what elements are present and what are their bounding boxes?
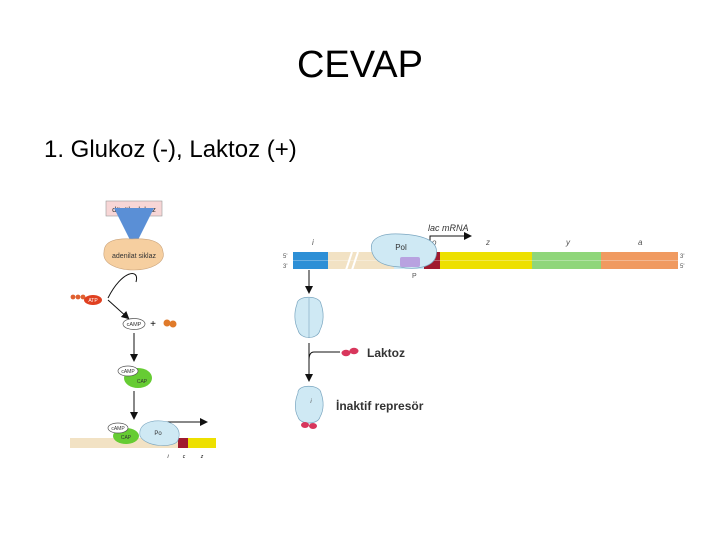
lactose-molecule-2 xyxy=(349,347,359,355)
polymerase-left-label: Po xyxy=(154,431,162,437)
left-dna-yellow xyxy=(188,438,216,448)
bound-cap-label: CAP xyxy=(121,435,132,441)
strand-5-right: 5' xyxy=(680,264,684,270)
dna-break-2 xyxy=(351,251,359,271)
polymerase-right-shape xyxy=(370,233,437,269)
lactose-molecule-1 xyxy=(341,349,351,357)
dna-break-1 xyxy=(345,251,353,271)
bound-camp-shape xyxy=(107,422,129,434)
left-cap-pathway: düşük glukoz adenilat siklaz ATP cAMP + … xyxy=(70,200,216,460)
camp-shape xyxy=(122,318,146,330)
left-gene-label-z: z xyxy=(200,454,204,460)
ppi-2 xyxy=(169,320,177,328)
left-dna-strand xyxy=(70,438,216,448)
conversion-arrow xyxy=(107,273,138,299)
polymerase-right-label: Pol xyxy=(395,243,407,252)
bound-camp-label: cAMP xyxy=(111,426,125,432)
left-gene-label-i: i xyxy=(167,454,169,460)
atp-label: ATP xyxy=(88,298,98,304)
strand-3-left: 3' xyxy=(283,264,287,270)
polymerase-left-shape xyxy=(139,420,180,446)
bound-lactose-1 xyxy=(301,422,309,428)
lactose-label: Laktoz xyxy=(367,346,405,360)
gene-i-label: i xyxy=(312,238,314,247)
adenylate-cyclase-shape xyxy=(103,238,164,271)
low-glucose-label: düşük glukoz xyxy=(112,205,156,214)
right-lac-operon: lac mRNA 5' 3' 3' 5' i o z y a P Pol xyxy=(283,223,684,429)
ppi-1 xyxy=(163,319,171,327)
mrna-label: lac mRNA xyxy=(428,223,469,233)
polymerase-sigma xyxy=(400,257,420,267)
inactive-repressor-label: İnaktif represör xyxy=(336,398,424,413)
left-gene-label-c: c xyxy=(183,454,186,460)
inactive-repressor-shape xyxy=(295,385,324,424)
inactive-repressor-i-label: i xyxy=(310,399,312,405)
adenylate-cyclase-label: adenilat siklaz xyxy=(112,253,156,260)
strand-5-left: 5' xyxy=(283,254,287,260)
slide-title: CEVAP xyxy=(296,44,423,86)
cap-label: CAP xyxy=(137,379,148,385)
gene-o-label: o xyxy=(432,238,437,247)
phosphate-2 xyxy=(75,294,81,300)
bound-lactose-2 xyxy=(309,423,317,429)
gene-z-label: z xyxy=(485,238,490,247)
atp-shape xyxy=(84,295,102,305)
camp-bound-shape xyxy=(117,365,139,377)
phosphate-3 xyxy=(80,294,86,300)
left-dna-operator xyxy=(178,438,188,448)
answer-text: 1. Glukoz (-), Laktoz (+) xyxy=(44,136,297,163)
phosphate-1 xyxy=(70,294,76,300)
strand-3-right: 3' xyxy=(680,254,684,260)
plus-sign: + xyxy=(150,319,156,330)
conversion-arrow-down xyxy=(107,299,130,320)
camp-bound-label: cAMP xyxy=(121,369,135,375)
gene-a-label: a xyxy=(638,238,643,247)
gene-y-label: y xyxy=(565,238,571,247)
camp-label: cAMP xyxy=(127,322,142,328)
lactose-arrow xyxy=(308,351,340,361)
promoter-p-label: P xyxy=(412,273,417,280)
